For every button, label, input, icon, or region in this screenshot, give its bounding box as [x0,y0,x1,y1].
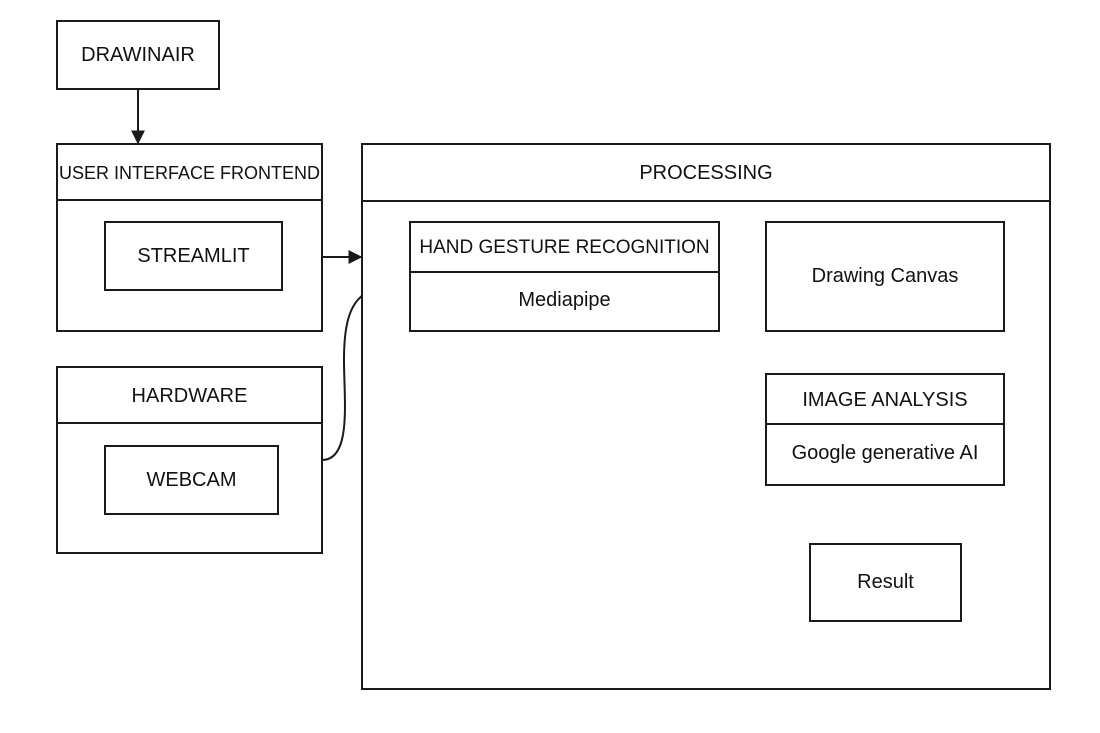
hand-gesture-divider [411,271,718,273]
ui-frontend-divider [58,199,321,201]
hand-gesture-title: HAND GESTURE RECOGNITION [419,237,710,258]
hardware-divider [58,422,321,424]
hardware-container: HARDWARE WEBCAM [56,366,323,554]
webcam-node: WEBCAM [104,445,279,515]
streamlit-node: STREAMLIT [104,221,283,291]
streamlit-label: STREAMLIT [137,244,250,267]
processing-title: PROCESSING [639,161,773,184]
google-ai-label: Google generative AI [791,442,979,464]
drawinair-label: DRAWINAIR [81,43,195,66]
result-node: Result [809,543,962,622]
hand-gesture-node: HAND GESTURE RECOGNITION Mediapipe [409,221,720,332]
ui-frontend-title: USER INTERFACE FRONTEND [58,162,321,183]
image-analysis-title: IMAGE ANALYSIS [802,388,968,411]
mediapipe-label: Mediapipe [518,289,611,311]
webcam-label: WEBCAM [146,468,237,491]
image-analysis-divider [767,423,1003,425]
drawing-canvas-node: Drawing Canvas [765,221,1005,332]
result-label: Result [857,571,914,593]
image-analysis-node: IMAGE ANALYSIS Google generative AI [765,373,1005,486]
ui-frontend-container: USER INTERFACE FRONTEND STREAMLIT [56,143,323,332]
hardware-title: HARDWARE [131,384,248,407]
drawinair-node: DRAWINAIR [56,20,220,90]
drawing-canvas-label: Drawing Canvas [811,264,959,287]
processing-divider [363,200,1049,202]
